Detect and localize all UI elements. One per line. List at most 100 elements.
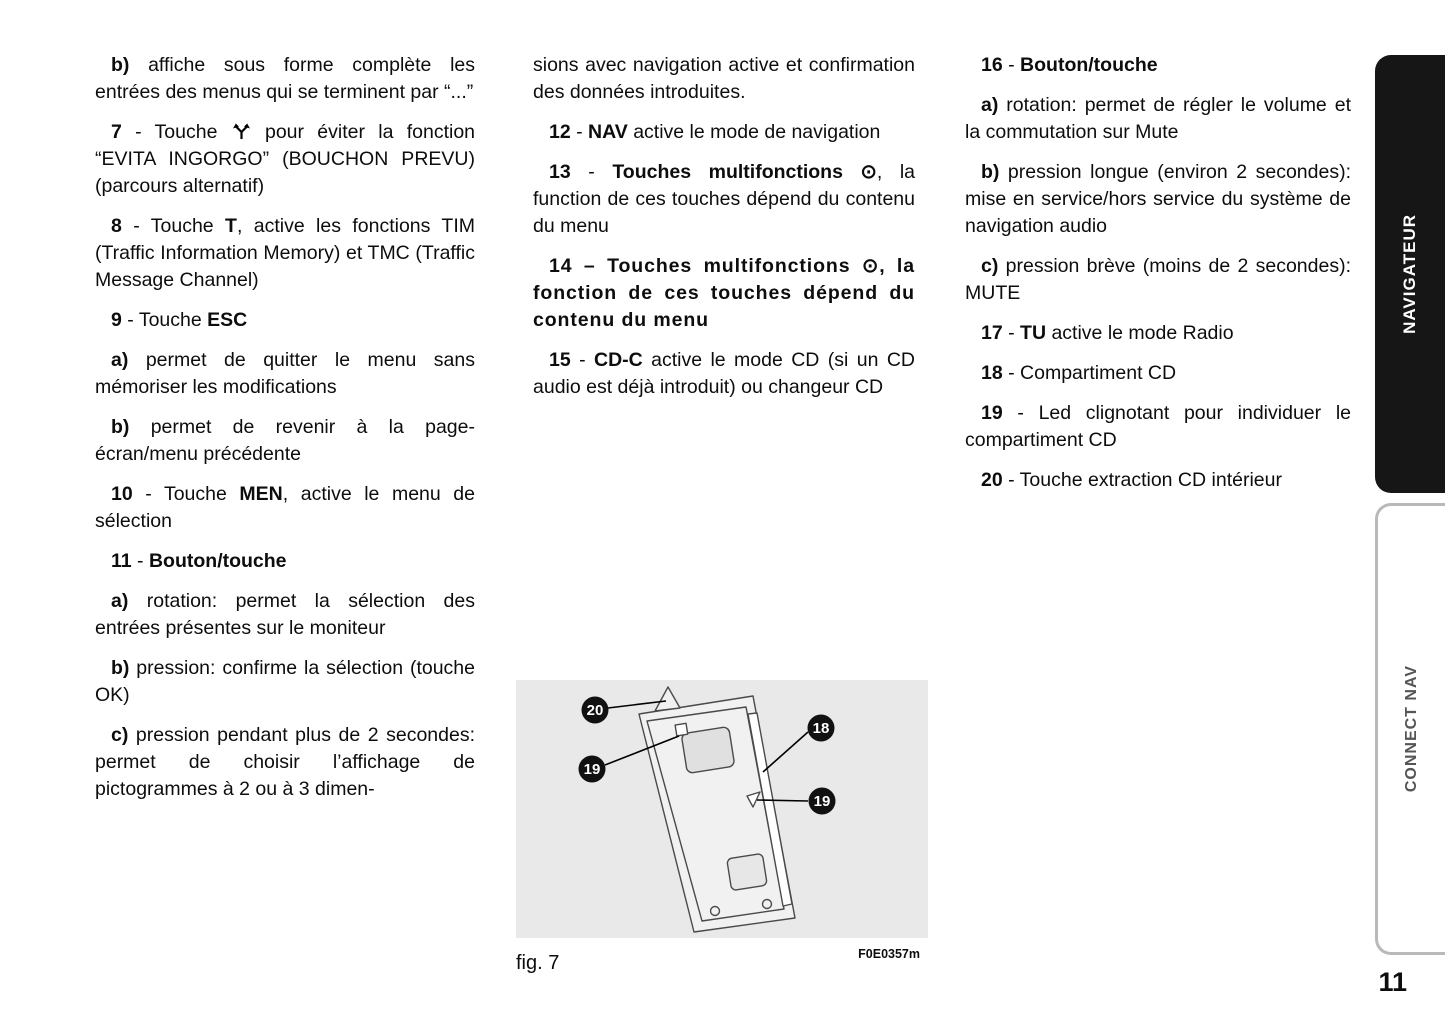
screw-hole — [761, 898, 773, 910]
paragraph: b) pression: confirme la sélection (touc… — [95, 655, 475, 709]
paragraph: 17 - TU active le mode Radio — [965, 320, 1351, 347]
tab-navigateur-label: NAVIGATEUR — [1400, 214, 1419, 334]
led-indicator — [674, 722, 689, 737]
paragraph: 7 - Touche pour éviter la fonction “EVIT… — [95, 119, 475, 200]
callout-number: 19 — [584, 761, 601, 778]
text-segment: 20 — [981, 469, 1003, 491]
text-segment: c) — [111, 724, 129, 746]
callout-badge — [578, 755, 606, 783]
paragraph: b) pression longue (environ 2 secondes):… — [965, 159, 1351, 240]
led-triangle — [746, 791, 761, 808]
text-segment: 14 — [549, 255, 573, 277]
text-column-right: 16 - Bouton/touche a) rotation: permet de… — [965, 52, 1351, 507]
cd-slot — [747, 712, 793, 907]
tab-navigateur: NAVIGATEUR — [1375, 55, 1445, 493]
text-segment: 7 — [111, 121, 122, 143]
paragraph: c) pression pendant plus de 2 secondes: … — [95, 722, 475, 803]
text-segment: - — [1002, 322, 1021, 344]
text-segment: active le mode CD (si un CD audio est dé… — [533, 349, 915, 398]
text-segment: affiche sous forme complète les entrées … — [95, 54, 475, 103]
text-segment: a) — [111, 349, 129, 371]
text-column-middle: sions avec navigation active et confirma… — [533, 52, 915, 414]
text-segment: 11 — [111, 550, 132, 572]
text-segment: b) — [111, 416, 130, 438]
paragraph: a) rotation: permet la sélection des ent… — [95, 588, 475, 642]
paragraph: 15 - CD-C active le mode CD (si un CD au… — [533, 347, 915, 401]
text-segment: TU — [1020, 322, 1047, 344]
text-segment: Touches multifonctions — [607, 255, 862, 277]
text-segment: - Touche — [121, 215, 226, 237]
text-segment: - Touche — [121, 121, 231, 143]
text-segment: - — [570, 161, 613, 183]
paragraph: 13 - Touches multifonctions ⊙, la functi… — [533, 159, 915, 240]
text-segment: permet de revenir à la page-écran/menu p… — [95, 416, 475, 465]
text-segment: Bouton/touche — [1020, 54, 1158, 76]
callout-number: 20 — [587, 702, 604, 719]
text-segment: T — [225, 215, 237, 237]
tab-connect-nav: CONNECT NAV — [1375, 503, 1445, 955]
text-segment: permet de quitter le menu sans mémoriser… — [95, 349, 475, 398]
text-segment: - Led clignotant pour individuer le comp… — [965, 402, 1351, 451]
tab-connect-nav-label: CONNECT NAV — [1402, 665, 1420, 793]
paragraph: a) rotation: permet de régler le volume … — [965, 92, 1351, 146]
figure-label: fig. 7 — [516, 952, 560, 974]
text-segment: b) — [111, 54, 130, 76]
text-segment: 16 — [981, 54, 1003, 76]
paragraph: 19 - Led clignotant pour individuer le c… — [965, 400, 1351, 454]
text-segment: 13 — [549, 161, 571, 183]
text-segment: Bouton/touche — [148, 550, 287, 572]
text-segment: - Touche extraction CD intérieur — [1002, 469, 1282, 491]
text-segment: 15 — [549, 349, 571, 371]
text-segment: 9 — [111, 309, 122, 331]
text-segment: active le mode de navigation — [627, 121, 881, 143]
display-window — [681, 726, 735, 774]
text-segment: NAV — [588, 121, 628, 143]
text-segment: pression longue (environ 2 secondes): mi… — [965, 161, 1351, 237]
paragraph: 10 - Touche MEN, active le menu de sélec… — [95, 481, 475, 535]
callout-badge — [581, 696, 609, 724]
text-segment: 18 — [981, 362, 1003, 384]
cd-unit-diagram: 20 19 18 19 — [578, 686, 836, 933]
callout-number: 18 — [813, 720, 830, 737]
text-segment: - Touche — [132, 483, 240, 505]
text-segment: 10 — [111, 483, 133, 505]
callout-badge — [808, 787, 836, 815]
device-outline — [638, 686, 796, 933]
text-segment: – — [572, 255, 608, 277]
page-number: 11 — [1378, 967, 1407, 997]
text-segment: , active les fonctions TIM (Traffic Info… — [95, 215, 475, 291]
extraction-tab — [654, 686, 681, 712]
text-segment: CD-C — [593, 349, 643, 371]
paragraph: 12 - NAV active le mode de navigation — [533, 119, 915, 146]
text-segment: pression pendant plus de 2 secondes: per… — [95, 724, 475, 800]
text-column-left: b) affiche sous forme complète les entré… — [95, 52, 475, 816]
text-segment: b) — [111, 657, 130, 679]
text-segment: - — [131, 550, 149, 572]
connector — [726, 853, 768, 891]
paragraph: b) permet de revenir à la page-écran/men… — [95, 414, 475, 468]
paragraph: 20 - Touche extraction CD intérieur — [965, 467, 1351, 494]
text-segment: b) — [981, 161, 1000, 183]
text-segment: , active le menu de sélection — [95, 483, 475, 532]
paragraph: 9 - Touche ESC — [95, 307, 475, 334]
paragraph: 18 - Compartiment CD — [965, 360, 1351, 387]
callout-number: 19 — [814, 793, 831, 810]
text-segment: , la fonction de ces touches dépend du c… — [533, 255, 915, 331]
text-segment: rotation: permet de régler le volume et … — [965, 94, 1351, 143]
text-segment: 8 — [111, 215, 122, 237]
detour-icon — [231, 121, 252, 143]
text-segment: 12 — [549, 121, 571, 143]
paragraph: b) affiche sous forme complète les entré… — [95, 52, 475, 106]
text-segment: ESC — [207, 309, 248, 331]
text-segment: , la function de ces touches dépend du c… — [533, 161, 915, 237]
paragraph: sions avec navigation active et confirma… — [533, 52, 915, 106]
text-segment: active le mode Radio — [1046, 322, 1234, 344]
paragraph: 11 - Bouton/touche — [95, 548, 475, 575]
text-segment: rotation: permet la sélection des entrée… — [95, 590, 475, 639]
paragraph: c) pression brève (moins de 2 secondes):… — [965, 253, 1351, 307]
figure-7-diagram: 20 19 18 19 — [516, 680, 928, 938]
text-segment: 19 — [981, 402, 1003, 424]
text-segment: a) — [981, 94, 999, 116]
paragraph: 8 - Touche T, active les fonctions TIM (… — [95, 213, 475, 294]
